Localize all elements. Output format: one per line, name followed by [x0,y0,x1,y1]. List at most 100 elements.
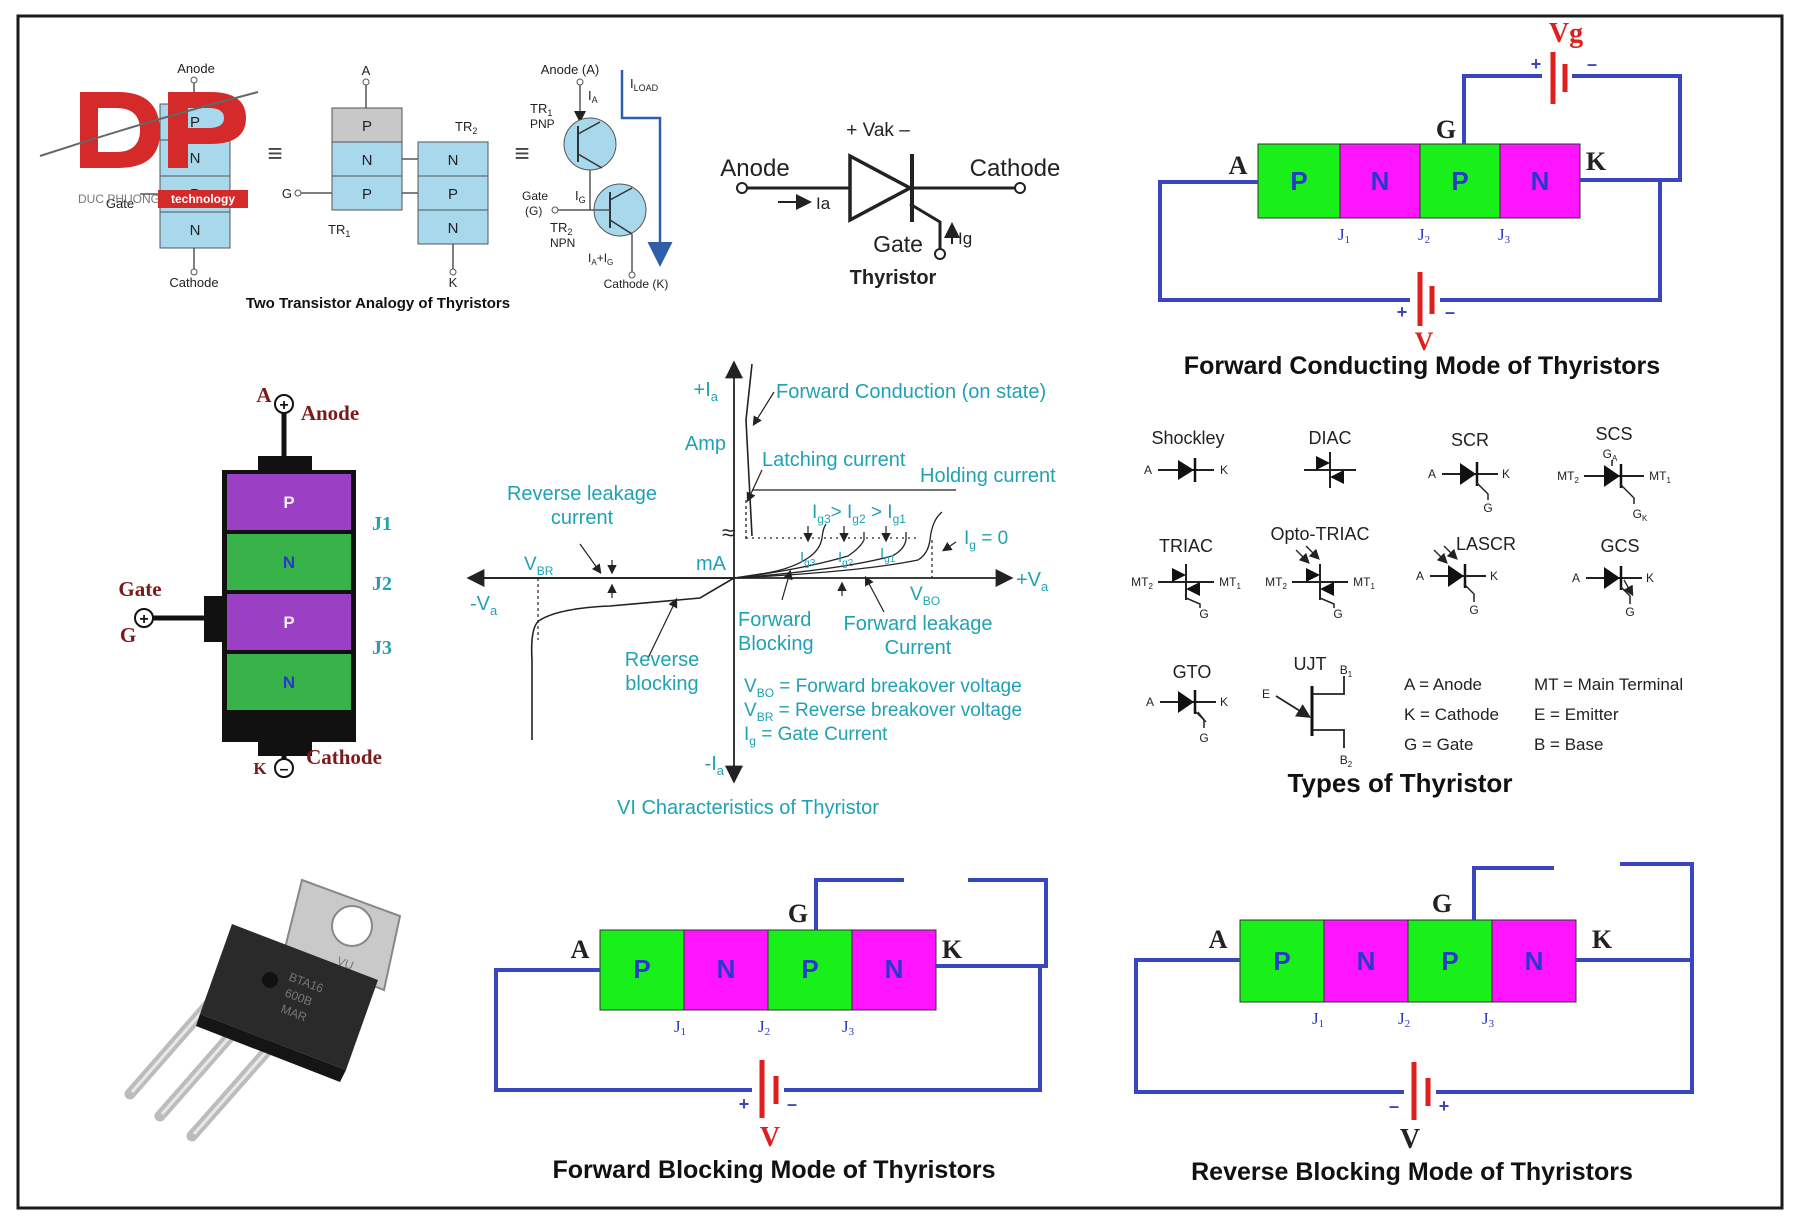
svg-text:GK: GK [1633,507,1648,523]
fc-g-label: G [1436,115,1456,144]
circuit-tr1-label: TR1 [530,101,552,118]
ig2-mark-label: Ig2 [838,549,854,569]
split-k-label: K [449,275,458,290]
fb-label-p1: P [633,954,650,984]
stack-label-p1: P [190,114,200,131]
type-lascr: LASCR A K G [1416,534,1516,617]
svg-text:MT1: MT1 [1649,469,1671,485]
ma-label: mA [696,553,727,575]
fb-a-label: A [571,935,590,964]
fb-v-minus: – [787,1094,797,1114]
fb-j1-label: J1 [674,1017,686,1038]
circuit-tr2-label: TR2 [550,220,572,237]
split-bottom-label-2: P [448,186,458,203]
stack-gate-label: Gate [106,196,134,211]
svg-text:Shockley: Shockley [1151,428,1224,448]
rb-j2-label: J2 [1398,1009,1410,1030]
split-bottom-label-1: N [448,152,459,169]
fc-a-label: A [1229,151,1248,180]
split-bottom-p [417,175,489,211]
on-state-curve [745,363,753,537]
fc-vg-label: Vg [1549,18,1583,49]
ig2-curve [733,532,865,579]
symbol-anode-label: Anode [720,155,789,182]
fc-label-n2: N [1531,166,1550,196]
symbol-title: Thyristor [850,267,937,289]
forward-leakage-annotation-1: Forward leakage [844,613,993,635]
rb-j1-label: J1 [1312,1009,1324,1030]
rb-g-label: G [1432,889,1452,918]
ig1-mark-label: Ig1 [880,545,896,565]
type-ujt: UJT E B1 B2 [1262,654,1353,769]
company-logo: DUC PHUONG technology [39,91,259,208]
latching-annotation: Latching current [762,449,906,471]
neg-y-axis-label: -Ia [705,753,725,778]
svg-text:MT1: MT1 [1353,575,1375,591]
fb-title: Forward Blocking Mode of Thyristors [552,1156,995,1184]
circuit-ig-label: IG [575,188,586,205]
fc-j3-label: J3 [1498,225,1511,246]
block-label-p2: P [283,613,294,632]
svg-text:K: K [1502,467,1510,481]
svg-text:TRIAC: TRIAC [1159,536,1213,556]
types-title: Types of Thyristor [1288,768,1513,798]
fc-gate-wire [1462,74,1682,182]
block-layer-n2 [227,654,351,710]
fc-v-label: V [1415,327,1434,356]
fb-layer-n2 [851,929,937,1011]
svg-text:GA: GA [1603,447,1618,463]
rb-layer-p1 [1239,919,1325,1003]
circuit-gate-g-label: (G) [525,204,542,218]
block-anode-label: Anode [301,401,359,425]
stack-anode-label: Anode [177,61,215,76]
stack-label-n1: N [190,150,201,167]
fc-label-p1: P [1290,166,1307,196]
block-k-label: K [253,759,267,778]
types-of-thyristor: Shockley A K DIAC SCR A K G SCS MT2 [1131,424,1683,798]
svg-text:A: A [1572,571,1580,585]
svg-text:E: E [1262,687,1270,701]
rb-v-label: V [1400,1124,1420,1155]
thyristor-symbol-diagram: + Vak – Anode Cathode Ia Gate Ig Thyrist… [720,120,1060,289]
rb-a-label: A [1209,925,1228,954]
svg-text:G = Gate: G = Gate [1404,735,1473,754]
block-plus-sign: + [279,397,288,414]
fc-j2-label: J2 [1418,225,1430,246]
svg-text:G: G [1483,501,1492,515]
axis-break-mark: ≈ [722,520,734,545]
package-marking-4: VU [335,954,356,973]
fc-v-plus: + [1397,302,1408,322]
fc-layer-n2 [1499,143,1581,219]
forward-conduction-annotation: Forward Conduction (on state) [776,381,1046,403]
rb-layer-n1 [1323,919,1409,1003]
svg-text:A: A [1416,569,1424,583]
circuit-sum-label: IA+IG [588,251,613,267]
fb-label-p2: P [801,954,818,984]
fc-label-n1: N [1371,166,1390,196]
ig3-mark-label: Ig3 [800,549,816,569]
fb-gate-wire [814,878,904,930]
svg-text:MT1: MT1 [1219,575,1241,591]
ig-zero-annotation: Ig = 0 [964,528,1008,552]
circuit-gate-label: Gate [522,189,548,203]
svg-text:SCS: SCS [1595,424,1632,444]
block-minus-sign: – [280,761,289,778]
forward-blocking-annotation-1: Forward [738,609,811,631]
stack-layer-n2 [159,211,231,249]
vak-label: + Vak – [846,120,910,141]
svg-text:A: A [1146,695,1154,709]
svg-text:K: K [1220,463,1228,477]
rb-label-p2: P [1441,946,1458,976]
svg-text:UJT: UJT [1294,654,1327,674]
rb-layer-p2 [1407,919,1493,1003]
svg-text:K = Cathode: K = Cathode [1404,705,1499,724]
ig-order-annotation: Ig3> Ig2 > Ig1 [812,502,906,526]
forward-leakage-annotation-2: Current [885,637,952,659]
fc-k-label: K [1586,147,1607,176]
svg-text:G: G [1333,607,1342,621]
fc-label-p2: P [1451,166,1468,196]
ig3-curve [733,523,827,579]
reverse-curve [530,577,735,740]
